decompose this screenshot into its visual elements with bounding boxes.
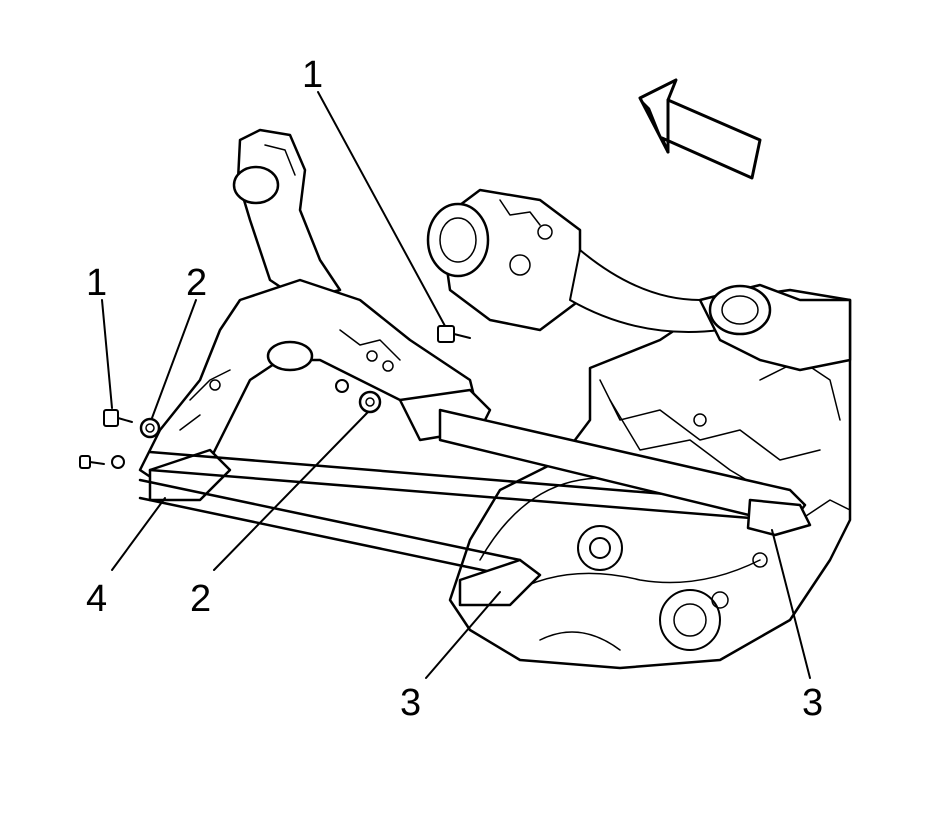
callout-2-bottom: 2 [190, 578, 212, 620]
leader-lines [101, 91, 811, 679]
callout-2-top: 2 [186, 262, 208, 304]
nut-2-left [139, 417, 161, 439]
bolt-1-left [103, 409, 133, 427]
support-rods [138, 408, 812, 607]
engine-mount-crossmember [138, 128, 492, 502]
front-direction-arrow-icon [638, 78, 762, 180]
bolt-1-top [437, 325, 471, 343]
callout-3-left: 3 [400, 682, 422, 724]
nut-2-mid [335, 379, 382, 414]
callout-4: 4 [86, 578, 108, 620]
callout-1-top: 1 [302, 54, 324, 96]
fasteners [79, 325, 471, 469]
intake-duct [698, 283, 852, 372]
callout-1-left: 1 [86, 262, 108, 304]
bolt-4-small [79, 455, 125, 469]
throttle-body [426, 188, 721, 333]
callout-3-right: 3 [802, 682, 824, 724]
